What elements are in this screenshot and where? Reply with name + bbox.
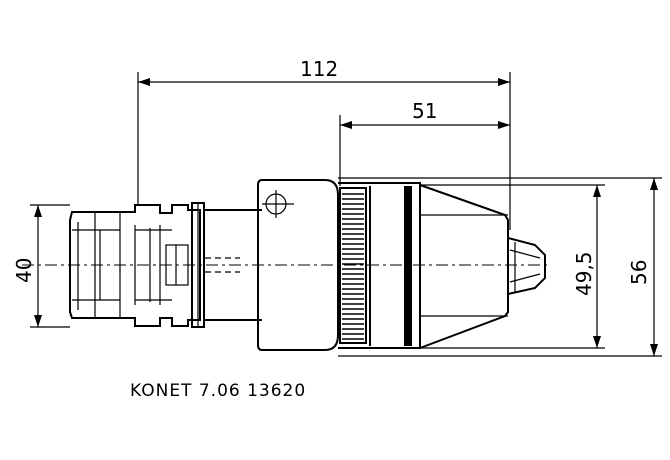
dimension-49-5: 49,5 [420,184,605,349]
dimension-56: 56 [338,177,662,357]
part-number-caption: KONET 7.06 13620 [130,381,306,401]
dimension-56-label: 56 [627,260,651,285]
dimension-112: 112 [137,57,511,230]
dimension-112-label: 112 [300,57,338,81]
chuck-body [257,179,546,351]
tool-shank [69,202,205,328]
dimension-51: 51 [339,99,510,186]
tool-shaft [204,209,262,321]
dimension-51-label: 51 [412,99,437,123]
knurl-lines [342,193,364,340]
dimension-40: 40 [12,204,70,328]
dimension-49-5-label: 49,5 [572,251,596,296]
dimension-40-label: 40 [12,258,36,283]
